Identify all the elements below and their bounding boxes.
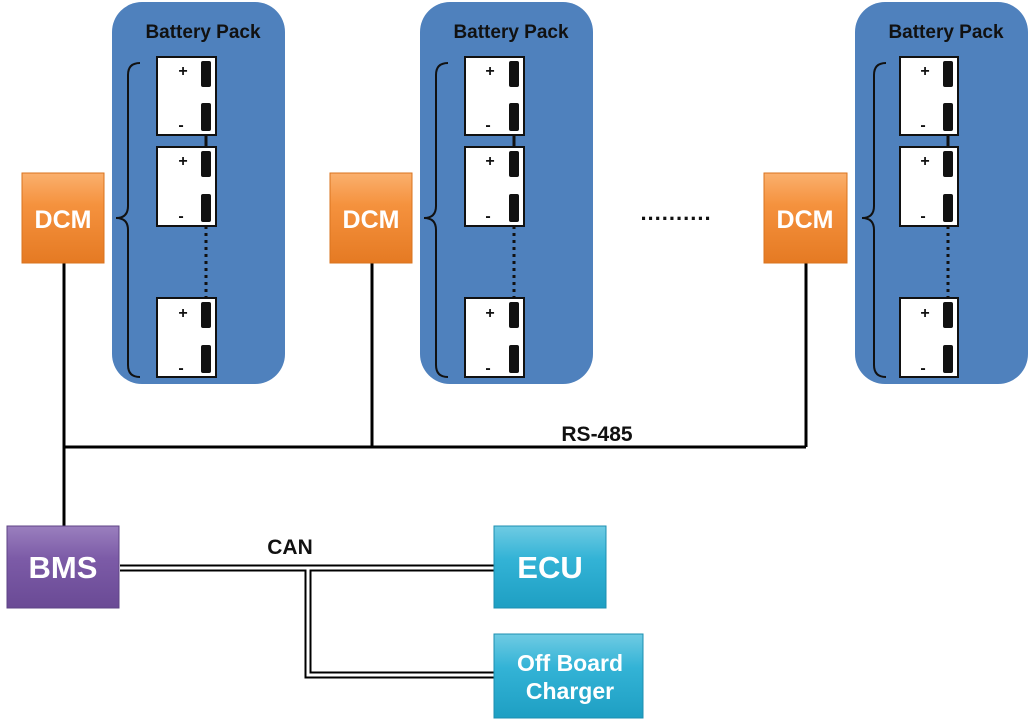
minus-sign: -	[920, 360, 925, 377]
cell-terminal	[201, 103, 211, 131]
cell-terminal	[509, 194, 519, 222]
cell-terminal	[943, 61, 953, 87]
minus-sign: -	[485, 208, 490, 225]
plus-sign: +	[178, 63, 187, 80]
dcm-3-label: DCM	[777, 206, 834, 234]
charger-label-line1: Off Board	[517, 650, 623, 676]
can-bus-line-inner	[120, 566, 494, 677]
cell-terminal	[943, 302, 953, 328]
rs485-bus	[62, 263, 808, 526]
battery-cell: + -	[156, 297, 217, 378]
dcm-2: DCM	[329, 172, 413, 264]
minus-sign: -	[178, 360, 183, 377]
can-bus	[120, 564, 494, 679]
plus-sign: +	[920, 63, 929, 80]
cell-terminal	[509, 302, 519, 328]
minus-sign: -	[485, 117, 490, 134]
battery-cell: + -	[899, 56, 959, 136]
bms-label: BMS	[29, 550, 98, 585]
battery-cell: + -	[156, 146, 217, 227]
cell-terminal	[201, 345, 211, 373]
battery-cell: + -	[464, 297, 525, 378]
cell-terminal	[943, 103, 953, 131]
battery-cell: + -	[899, 146, 959, 227]
cell-terminal	[201, 61, 211, 87]
battery-pack-3: Battery Pack + - + - + -	[855, 2, 1028, 384]
cell-terminal	[509, 345, 519, 373]
cell-terminal	[509, 151, 519, 177]
plus-sign: +	[178, 305, 187, 322]
minus-sign: -	[920, 208, 925, 225]
bms-box: BMS	[6, 525, 120, 609]
battery-cell: + -	[464, 56, 525, 136]
minus-sign: -	[485, 360, 490, 377]
minus-sign: -	[178, 208, 183, 225]
battery-pack-3-brace	[861, 62, 887, 378]
battery-pack-3-title: Battery Pack	[888, 22, 1004, 43]
battery-pack-2-brace	[423, 62, 449, 378]
battery-pack-2: Battery Pack + - + - + -	[420, 2, 593, 384]
plus-sign: +	[920, 305, 929, 322]
dcm-2-label: DCM	[343, 206, 400, 234]
cell-terminal	[943, 345, 953, 373]
plus-sign: +	[178, 153, 187, 170]
cell-terminal	[201, 302, 211, 328]
cell-terminal	[943, 194, 953, 222]
cell-terminal	[201, 151, 211, 177]
dcm-1: DCM	[21, 172, 105, 264]
battery-pack-2-title: Battery Pack	[453, 22, 569, 43]
plus-sign: +	[485, 305, 494, 322]
plus-sign: +	[485, 63, 494, 80]
cell-terminal	[943, 151, 953, 177]
cell-terminal	[509, 61, 519, 87]
cell-terminal	[509, 103, 519, 131]
minus-sign: -	[920, 117, 925, 134]
battery-pack-1-title: Battery Pack	[145, 22, 261, 43]
off-board-charger-box: Off Board Charger	[493, 633, 644, 719]
battery-pack-1: Battery Pack + - + - + -	[112, 2, 285, 384]
can-label: CAN	[267, 536, 313, 559]
cell-terminal	[201, 194, 211, 222]
minus-sign: -	[178, 117, 183, 134]
ecu-box: ECU	[493, 525, 607, 609]
ecu-label: ECU	[517, 550, 582, 585]
charger-label-line2: Charger	[526, 678, 614, 704]
battery-cell: + -	[156, 56, 217, 136]
rs485-label: RS-485	[561, 423, 633, 446]
battery-cell: + -	[464, 146, 525, 227]
more-packs-ellipsis: ..........	[640, 200, 711, 225]
battery-cell: + -	[899, 297, 959, 378]
battery-pack-1-brace	[115, 62, 141, 378]
plus-sign: +	[920, 153, 929, 170]
dcm-3: DCM	[763, 172, 848, 264]
dcm-1-label: DCM	[35, 206, 92, 234]
plus-sign: +	[485, 153, 494, 170]
